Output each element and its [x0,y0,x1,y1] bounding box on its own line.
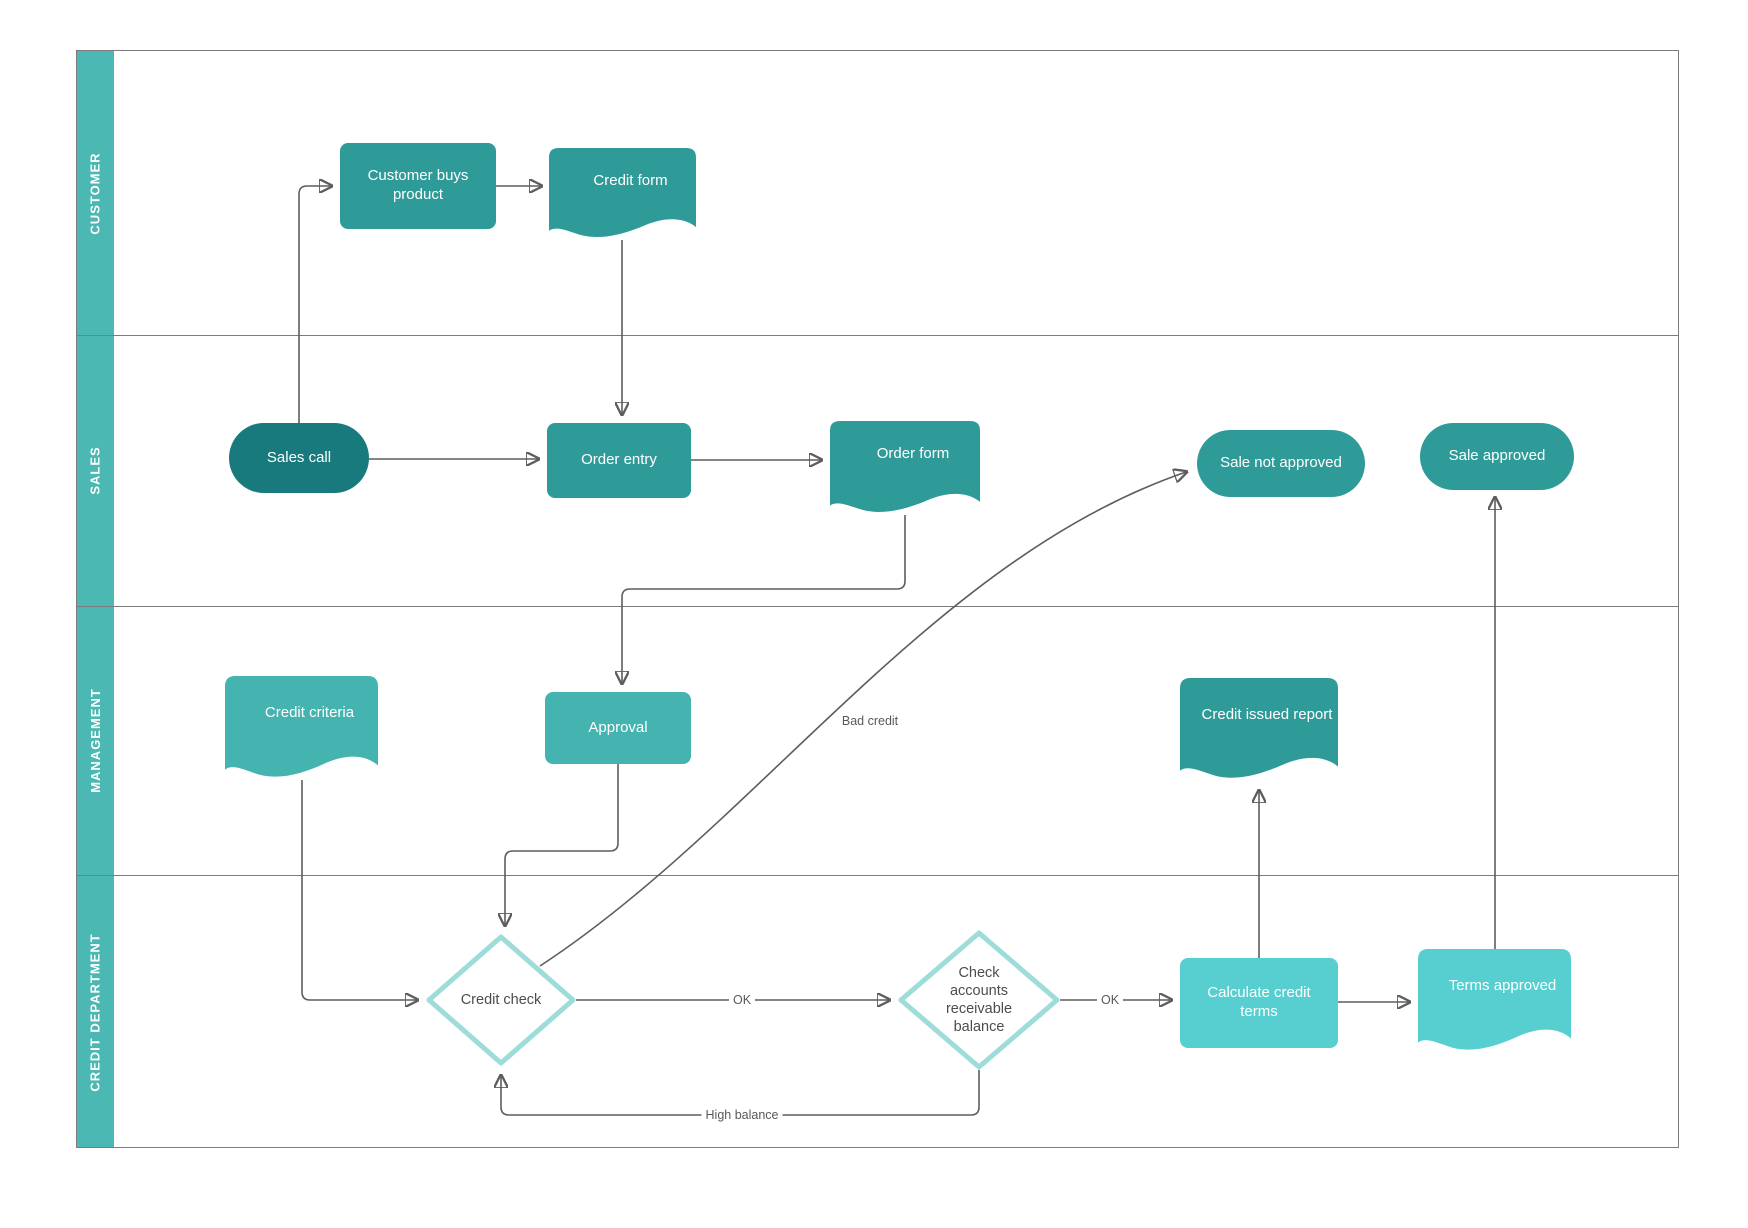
decision-shape [898,930,1060,1070]
node-calculate-credit-terms[interactable]: Calculate credit terms [1180,958,1338,1048]
connector-creditcriteria-creditcheck[interactable] [301,780,417,1000]
connector-badcredit-creditcheck-salenotapproved[interactable] [539,472,1186,967]
node-label: Sale not approved [1220,454,1342,472]
lane-divider [77,606,1678,607]
node-label: Credit issued report [1201,705,1333,723]
node-credit-criteria[interactable]: Credit criteria [225,676,378,780]
document-shape [549,148,696,238]
node-order-entry[interactable]: Order entry [547,423,691,498]
lane-title-bar [77,51,114,1147]
node-label: Credit check [460,991,542,1008]
connector-approval-creditcheck[interactable] [505,764,619,925]
edge-label-high-balance[interactable]: High balance [701,1108,783,1122]
lane-divider [77,875,1678,876]
node-label: Order form [876,445,950,463]
document-shape [1180,678,1338,778]
node-label: Sales call [266,448,332,466]
node-label: Approval [588,718,648,736]
node-check-accounts-receivable-balance[interactable]: Check accounts receivable balance [898,930,1060,1070]
node-label: Terms approved [1448,977,1557,995]
node-credit-form[interactable]: Credit form [549,148,696,240]
node-label: Order entry [581,451,657,469]
document-shape [225,676,378,777]
connector-orderform-approval[interactable] [622,515,906,683]
node-credit-issued-report[interactable]: Credit issued report [1180,678,1338,781]
node-order-form[interactable]: Order form [830,421,980,515]
node-label: Sale approved [1448,447,1546,465]
node-label: Calculate credit terms [1207,984,1311,1020]
edge-label-ok-2[interactable]: OK [1096,993,1124,1007]
node-sale-approved[interactable]: Sale approved [1420,423,1574,490]
document-shape [1418,949,1571,1050]
node-label: Credit criteria [264,704,355,722]
document-shape [830,421,980,512]
node-sales-call[interactable]: Sales call [229,423,369,493]
node-label: Customer buys product [367,167,469,203]
node-sale-not-approved[interactable]: Sale not approved [1197,430,1365,497]
node-label: Credit form [593,171,668,189]
decision-shape [426,934,576,1066]
node-terms-approved[interactable]: Terms approved [1418,949,1571,1053]
node-credit-check[interactable]: Credit check [426,934,576,1066]
swimlane-frame: CUSTOMER SALES MANAGEMENT CREDIT DEPARTM… [76,50,1679,1148]
lane-divider [77,335,1678,336]
node-customer-buys-product[interactable]: Customer buys product [340,143,496,229]
node-approval[interactable]: Approval [545,692,691,764]
node-label: Check accounts receivable balance [945,964,1013,1036]
edge-label-bad-credit[interactable]: Bad credit [837,714,903,728]
connector-salescall-customerbuys[interactable] [298,186,331,423]
edge-label-ok-1[interactable]: OK [728,993,756,1007]
